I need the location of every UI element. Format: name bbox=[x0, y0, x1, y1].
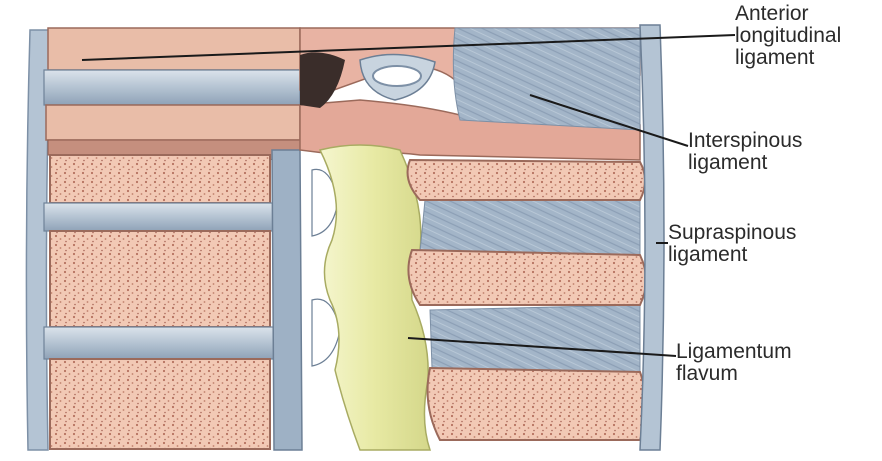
vertebral-body-top bbox=[48, 28, 300, 70]
posterior-longitudinal-ligament bbox=[272, 150, 302, 450]
vertebral-body-3 bbox=[50, 359, 270, 449]
intervertebral-disc-top bbox=[44, 70, 300, 105]
label-line: ligament bbox=[668, 244, 878, 266]
foramen-ring-top bbox=[373, 66, 421, 86]
interspinous-ligament-lower bbox=[430, 305, 640, 372]
label-line: Interspinous bbox=[688, 130, 878, 152]
interspinous-ligament-middle bbox=[420, 195, 640, 255]
spinous-process-3 bbox=[428, 368, 646, 440]
vertebral-body-1 bbox=[50, 155, 270, 203]
spinous-process-2 bbox=[408, 250, 646, 305]
interspinous-ligament-upper bbox=[453, 28, 640, 130]
label-line: Supraspinous bbox=[668, 222, 878, 244]
label-line: ligament bbox=[735, 47, 880, 69]
label-line: ligament bbox=[688, 152, 878, 174]
label-interspinous-ligament: Interspinous ligament bbox=[688, 130, 878, 174]
label-line: flavum bbox=[676, 363, 876, 385]
vertebral-body-upper bbox=[46, 105, 300, 140]
label-supraspinous-ligament: Supraspinous ligament bbox=[668, 222, 878, 266]
label-line: Ligamentum bbox=[676, 341, 876, 363]
intervertebral-disc-2 bbox=[44, 327, 274, 359]
label-line: longitudinal bbox=[735, 25, 880, 47]
label-line: Anterior bbox=[735, 3, 880, 25]
label-ligamentum-flavum: Ligamentum flavum bbox=[676, 341, 876, 385]
label-anterior-longitudinal-ligament: Anterior longitudinal ligament bbox=[735, 3, 880, 69]
vertebral-body-2 bbox=[50, 231, 270, 327]
spinous-process-1 bbox=[408, 160, 645, 200]
intervertebral-disc-1 bbox=[44, 203, 274, 231]
